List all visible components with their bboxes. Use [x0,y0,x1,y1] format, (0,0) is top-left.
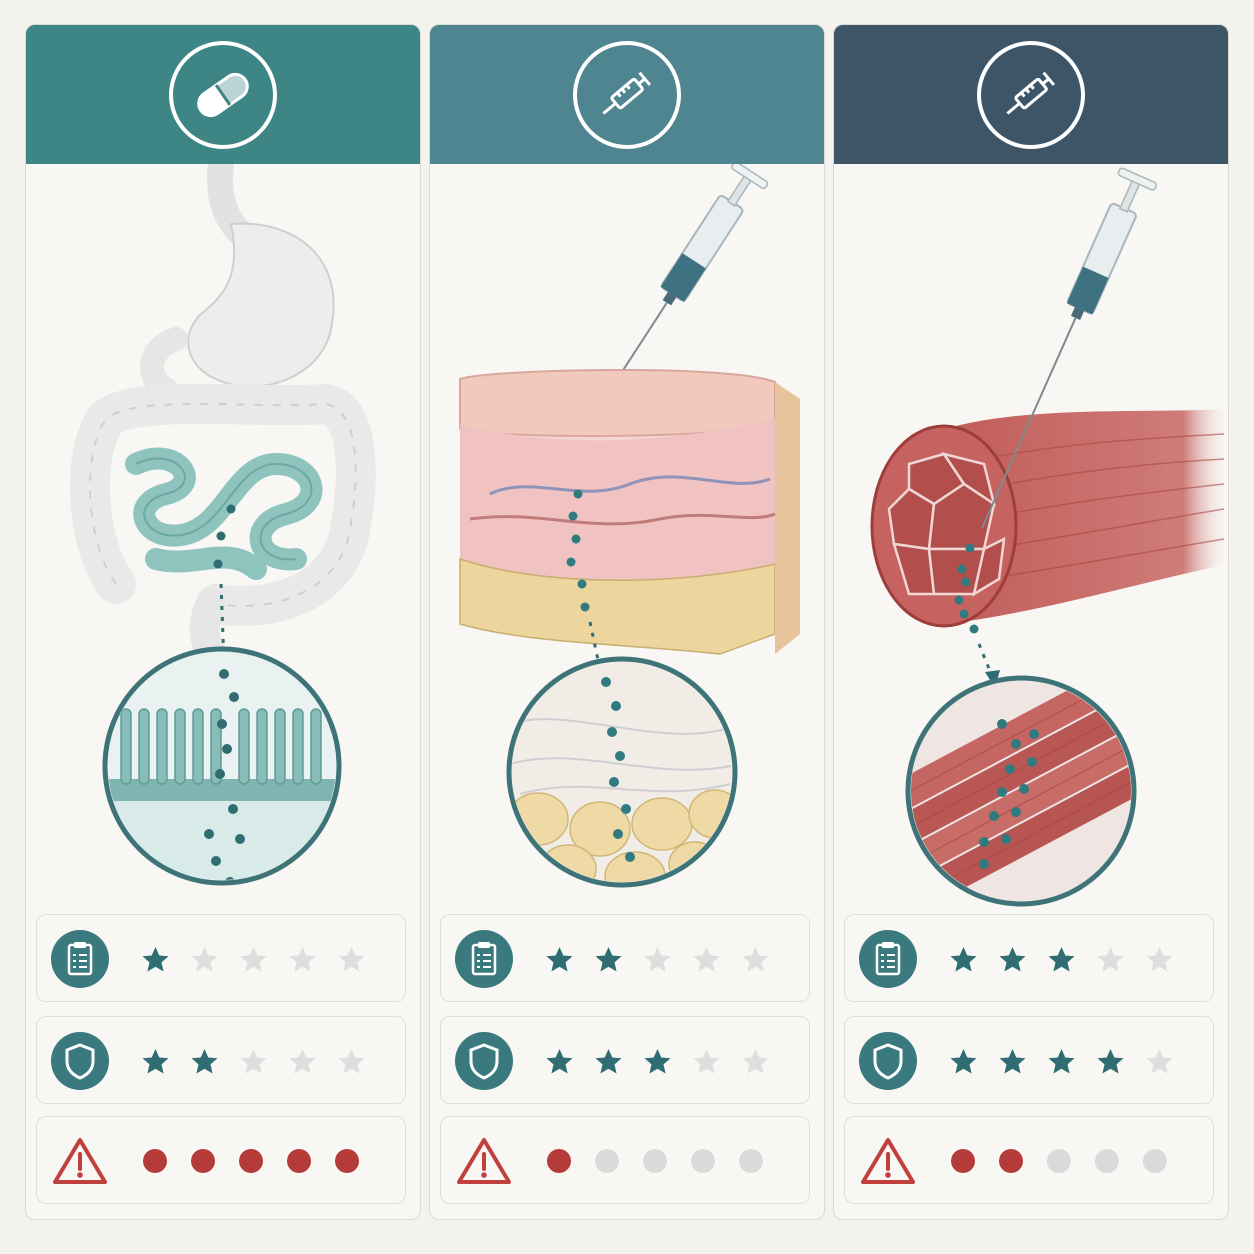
star-filled-icon [595,946,622,971]
panel-subcutaneous [429,24,825,1220]
star-empty-icon [240,946,267,971]
header-icon-badge [573,40,681,149]
warning-icon [861,1138,915,1184]
shield-icon [859,1032,917,1090]
star-empty-icon [1097,946,1124,971]
star-empty-icon [693,946,720,971]
star-rating [949,1017,1174,1105]
risk-dot-filled [999,1149,1023,1173]
star-filled-icon [1097,1048,1124,1073]
rating-row-safety [844,1016,1214,1104]
shield-icon [455,1032,513,1090]
syringe-icon [1006,71,1056,115]
star-empty-icon [338,1048,365,1073]
dot-rating [141,1117,361,1205]
star-filled-icon [1048,946,1075,971]
star-rating [141,915,366,1003]
risk-dot-filled [143,1149,167,1173]
star-empty-icon [240,1048,267,1073]
star-filled-icon [191,1048,218,1073]
star-rating [545,1017,770,1105]
star-filled-icon [950,1048,977,1073]
header-icon-badge [977,40,1085,149]
panel-intramuscular [833,24,1229,1220]
rating-row-efficacy [844,914,1214,1002]
rating-row-safety [36,1016,406,1104]
risk-dot-filled [951,1149,975,1173]
rating-row-risk [844,1116,1214,1204]
star-rating [545,915,770,1003]
panel-header-subcutaneous [430,25,824,164]
star-filled-icon [142,946,169,971]
intestinal-villi-zoom [102,646,342,886]
rating-row-efficacy [36,914,406,1002]
star-empty-icon [742,946,769,971]
muscle-injection-illustration [834,164,1228,924]
rating-row-risk [36,1116,406,1204]
rating-row-safety [440,1016,810,1104]
star-empty-icon [1146,946,1173,971]
star-empty-icon [191,946,218,971]
header-icon-badge [169,40,277,149]
risk-dot-empty [1143,1149,1167,1173]
muscle-fibers-zoom [905,675,1137,907]
rating-row-efficacy [440,914,810,1002]
star-empty-icon [289,946,316,971]
star-filled-icon [1048,1048,1075,1073]
star-empty-icon [338,946,365,971]
star-filled-icon [142,1048,169,1073]
risk-dot-filled [335,1149,359,1173]
star-empty-icon [1146,1048,1173,1073]
star-empty-icon [742,1048,769,1073]
star-filled-icon [546,946,573,971]
star-rating [141,1017,366,1105]
skin-layers-injection-illustration [430,161,824,924]
adipose-tissue-zoom [506,656,738,888]
risk-dot-empty [739,1149,763,1173]
star-filled-icon [999,1048,1026,1073]
risk-dot-empty [1047,1149,1071,1173]
star-filled-icon [546,1048,573,1073]
risk-dot-filled [287,1149,311,1173]
panel-oral [25,24,421,1220]
dot-rating [949,1117,1169,1205]
star-empty-icon [644,946,671,971]
star-empty-icon [289,1048,316,1073]
star-filled-icon [595,1048,622,1073]
risk-dot-empty [691,1149,715,1173]
risk-dot-filled [239,1149,263,1173]
risk-dot-filled [547,1149,571,1173]
risk-dot-empty [643,1149,667,1173]
clipboard-icon [455,930,513,988]
dot-rating [545,1117,765,1205]
pill-icon [197,69,253,117]
syringe-icon [602,71,652,115]
star-filled-icon [950,946,977,971]
rating-row-risk [440,1116,810,1204]
star-filled-icon [644,1048,671,1073]
risk-dot-filled [191,1149,215,1173]
digestive-tract-illustration [26,151,420,924]
syringe-illustration [981,167,1158,529]
star-filled-icon [999,946,1026,971]
warning-icon [457,1138,511,1184]
warning-icon [53,1138,107,1184]
risk-dot-empty [1095,1149,1119,1173]
shield-icon [51,1032,109,1090]
clipboard-icon [51,930,109,988]
panel-header-intramuscular [834,25,1228,164]
clipboard-icon [859,930,917,988]
risk-dot-empty [595,1149,619,1173]
star-empty-icon [693,1048,720,1073]
star-rating [949,915,1174,1003]
syringe-illustration [524,161,769,522]
panel-header-oral [26,25,420,164]
